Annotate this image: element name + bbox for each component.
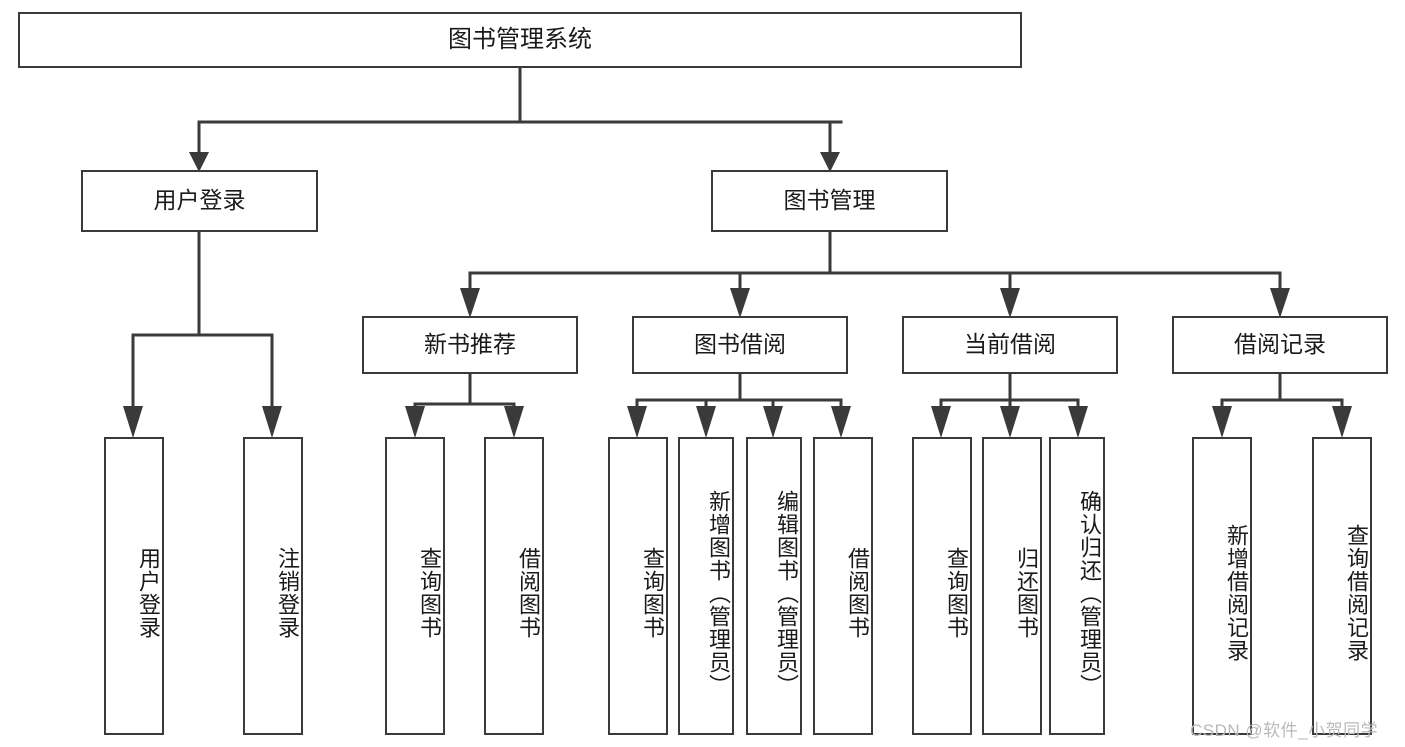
- node-new-book-recommend[interactable]: 新书推荐: [362, 316, 578, 374]
- node-book-borrow[interactable]: 图书借阅: [632, 316, 848, 374]
- leaf-add-borrow-record[interactable]: 新增借阅记录: [1192, 437, 1252, 735]
- node-user-login[interactable]: 用户登录: [81, 170, 318, 232]
- node-label: 用户登录: [136, 547, 161, 639]
- leaf-add-book-admin[interactable]: 新增图书（管理员）: [678, 437, 734, 735]
- node-label: 新增借阅记录: [1224, 524, 1249, 662]
- leaf-edit-book-admin[interactable]: 编辑图书（管理员）: [746, 437, 802, 735]
- node-label: 图书管理系统: [448, 25, 592, 53]
- node-label: 新书推荐: [424, 331, 516, 358]
- node-label: 查询图书: [417, 547, 442, 639]
- leaf-borrow-books[interactable]: 借阅图书: [813, 437, 873, 735]
- leaf-user-login[interactable]: 用户登录: [104, 437, 164, 735]
- node-borrow-record[interactable]: 借阅记录: [1172, 316, 1388, 374]
- node-root[interactable]: 图书管理系统: [18, 12, 1022, 68]
- leaf-query-books-borrow[interactable]: 查询图书: [608, 437, 668, 735]
- node-label: 确认归还（管理员）: [1077, 489, 1102, 697]
- leaf-query-books-recommend[interactable]: 查询图书: [385, 437, 445, 735]
- node-label: 用户登录: [153, 187, 246, 214]
- leaf-query-books-current[interactable]: 查询图书: [912, 437, 972, 735]
- node-label: 借阅记录: [1234, 331, 1326, 358]
- node-current-borrow[interactable]: 当前借阅: [902, 316, 1118, 374]
- csdn-watermark: CSDN @软件_小贺同学: [1190, 721, 1379, 740]
- node-label: 查询图书: [640, 547, 665, 639]
- node-label: 注销登录: [275, 547, 300, 639]
- leaf-query-borrow-record[interactable]: 查询借阅记录: [1312, 437, 1372, 735]
- leaf-borrow-books-recommend[interactable]: 借阅图书: [484, 437, 544, 735]
- node-label: 当前借阅: [964, 331, 1056, 358]
- node-label: 编辑图书（管理员）: [774, 489, 799, 697]
- leaf-user-logout[interactable]: 注销登录: [243, 437, 303, 735]
- leaf-return-books[interactable]: 归还图书: [982, 437, 1042, 735]
- node-label: 查询图书: [944, 547, 969, 639]
- node-label: 借阅图书: [845, 547, 870, 639]
- node-label: 归还图书: [1014, 547, 1039, 639]
- node-label: 查询借阅记录: [1344, 524, 1369, 662]
- node-book-management[interactable]: 图书管理: [711, 170, 948, 232]
- node-label: 新增图书（管理员）: [706, 489, 731, 697]
- leaf-confirm-return-admin[interactable]: 确认归还（管理员）: [1049, 437, 1105, 735]
- node-label: 图书管理: [783, 187, 876, 214]
- node-label: 图书借阅: [694, 331, 786, 358]
- node-label: 借阅图书: [516, 547, 541, 639]
